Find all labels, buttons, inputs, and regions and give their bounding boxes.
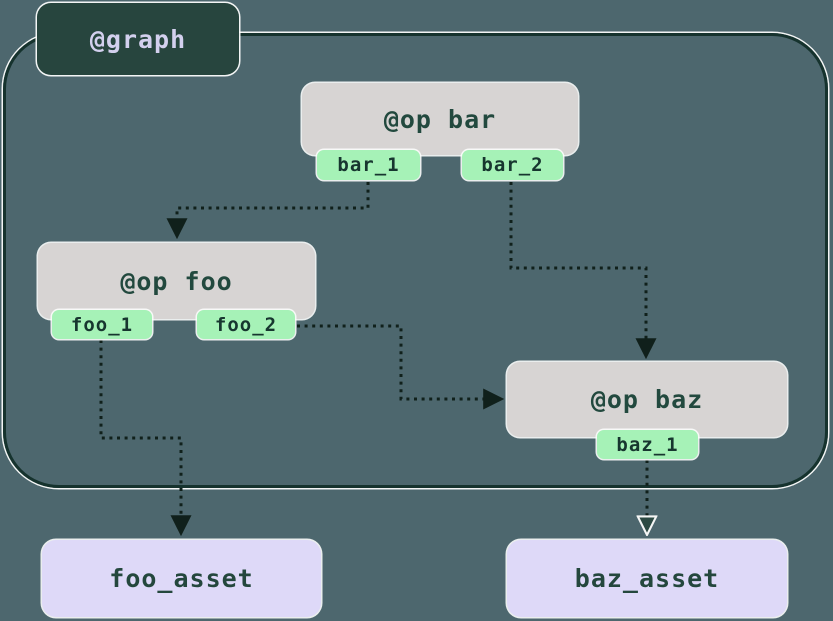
asset-baz-label: baz_asset: [574, 564, 720, 593]
graph-label: @graph: [37, 3, 239, 75]
output-tab-foo-2: foo_2: [197, 310, 295, 339]
output-tab-bar-1: bar_1: [317, 150, 420, 180]
edge-foo2-to-baz: [297, 324, 505, 410]
op-node-baz: @op baz: [507, 362, 787, 437]
edge-bar2-to-baz: [509, 182, 657, 360]
op-node-foo: @op foo: [38, 243, 315, 319]
op-foo-label: @op foo: [120, 266, 233, 296]
output-tab-foo-1-label: foo_1: [70, 313, 134, 336]
asset-node-foo: foo_asset: [42, 540, 321, 617]
output-tab-bar-2-label: bar_2: [481, 154, 544, 176]
asset-node-baz: baz_asset: [507, 540, 787, 617]
op-node-bar: @op bar: [302, 83, 578, 155]
edge-foo1-to-foo-asset: [99, 340, 192, 537]
op-bar-label: @op bar: [383, 104, 497, 134]
op-baz-label: @op baz: [590, 385, 704, 414]
output-tab-foo-2-label: foo_2: [214, 313, 278, 336]
graph-label-text: @graph: [89, 24, 187, 54]
output-tab-bar-1-label: bar_1: [337, 154, 400, 176]
output-tab-baz-1: baz_1: [597, 430, 698, 459]
output-tab-baz-1-label: baz_1: [616, 433, 679, 456]
graph-boundary: [3, 33, 828, 488]
edge-bar1-to-foo: [166, 182, 370, 240]
output-tab-bar-2: bar_2: [462, 150, 563, 180]
asset-foo-label: foo_asset: [109, 564, 254, 593]
output-tab-foo-1: foo_1: [52, 310, 152, 339]
